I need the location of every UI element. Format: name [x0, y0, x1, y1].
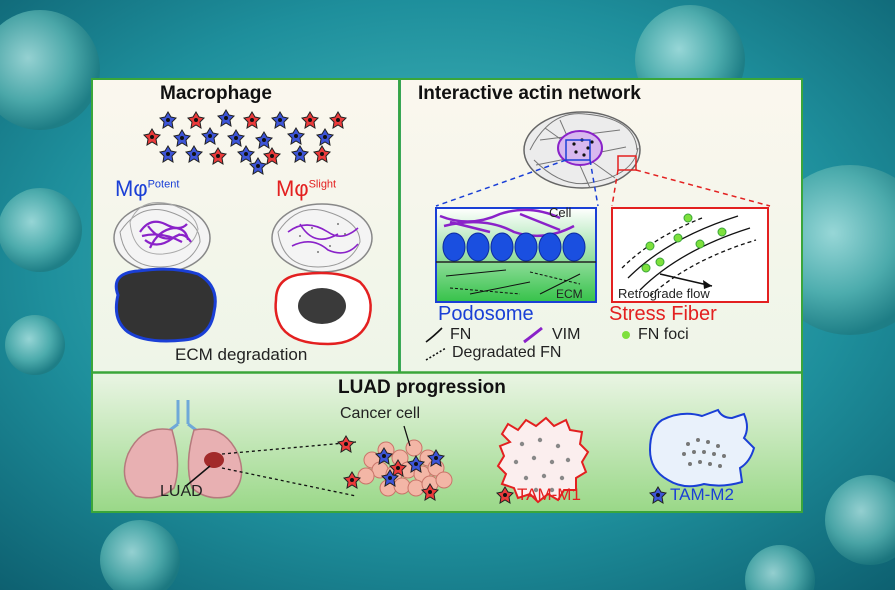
- lung-illustration: [123, 400, 357, 499]
- slight-label: MφSlight: [276, 176, 337, 201]
- tam-m2-label: TAM-M2: [670, 485, 734, 504]
- cancer-cell-cluster: [337, 425, 453, 501]
- macrophage-title: Macrophage: [160, 83, 272, 104]
- tam-m2-cell: [648, 408, 756, 488]
- podosome-label: Podosome: [438, 303, 534, 325]
- potent-label: MφPotent: [115, 176, 180, 201]
- luad-label: LUAD: [160, 483, 203, 500]
- legend-degraded-fn: Degradated FN: [452, 344, 562, 361]
- actin-network-cell: [435, 111, 771, 207]
- ecm-degradation-slight: [274, 271, 372, 346]
- ecm-label: ECM: [556, 287, 583, 301]
- potent-macrophage-cell: [113, 202, 211, 273]
- stress-fiber-label: Stress Fiber: [609, 303, 717, 325]
- stress-fiber-diagram: [611, 207, 769, 303]
- luad-title: LUAD progression: [338, 377, 506, 398]
- ecm-degradation-potent: [114, 267, 217, 343]
- cancer-cell-label: Cancer cell: [340, 405, 421, 422]
- tam-m1-cell: [496, 416, 590, 504]
- ecm-degradation-label: ECM degradation: [175, 345, 308, 364]
- tam-m1-label: TAM-M1: [517, 485, 581, 504]
- legend-vim: VIM: [552, 326, 581, 343]
- podosome-diagram: [435, 207, 597, 303]
- cell-label: Cell: [549, 205, 572, 220]
- legend-fn-foci: FN foci: [638, 326, 689, 343]
- legend-glyphs: [425, 326, 630, 361]
- actin-network-title: Interactive actin network: [418, 83, 641, 104]
- slight-macrophage-cell: [271, 203, 373, 273]
- retrograde-flow-label: Retrograde flow: [618, 286, 710, 301]
- legend-fn: FN: [450, 326, 472, 343]
